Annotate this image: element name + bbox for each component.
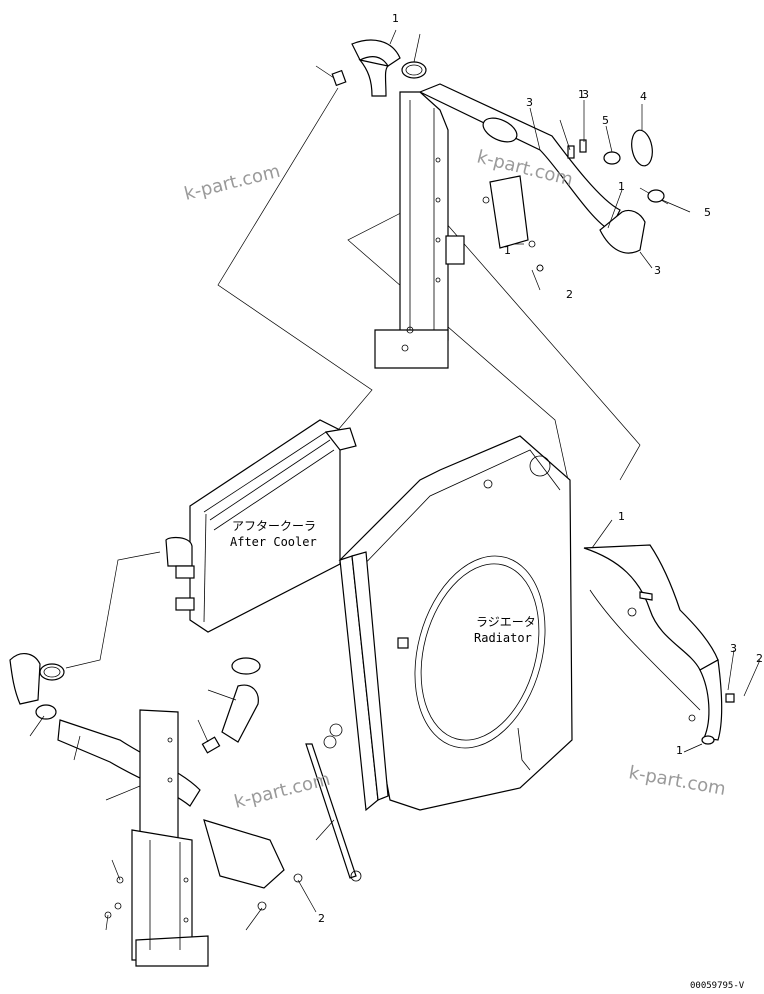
upper-pipe xyxy=(418,83,665,254)
lower-left-hose xyxy=(9,653,65,720)
upper-bracket xyxy=(374,91,449,369)
lower-mid-hose xyxy=(201,657,261,754)
watermark-1: k-part.com xyxy=(182,161,282,205)
right-hose xyxy=(583,544,735,745)
upper-hose xyxy=(331,39,427,97)
component-labels: アフタークーラ After Cooler ラジエータ Radiator xyxy=(230,519,536,645)
mid-plate xyxy=(445,139,587,272)
callout-12: 1 xyxy=(618,510,625,523)
fasteners xyxy=(104,264,544,919)
callout-11: 2 xyxy=(566,288,573,301)
callout-15: 1 xyxy=(676,744,683,757)
aftercooler-label-jp: アフタークーラ xyxy=(232,519,316,533)
lower-bracket xyxy=(57,709,285,967)
watermark-3: k-part.com xyxy=(232,769,332,813)
callout-2: 1 xyxy=(578,88,585,101)
callout-1: 1 xyxy=(392,12,399,25)
radiator xyxy=(329,435,573,812)
callout-16: 2 xyxy=(318,912,325,925)
callout-5: 1 xyxy=(618,180,625,193)
radiator-label-jp: ラジエータ xyxy=(476,615,536,629)
callout-leaders xyxy=(29,29,761,931)
callout-8: 3 xyxy=(654,264,661,277)
radiator-label-en: Radiator xyxy=(474,631,532,645)
document-id: 00059795-V xyxy=(690,981,745,991)
callout-6: 4 xyxy=(640,90,647,103)
callout-14: 2 xyxy=(756,652,763,665)
callout-numbers: 1 1 3 3 1 4 5 3 5 1 2 1 3 2 1 2 xyxy=(318,12,763,925)
callout-4: 3 xyxy=(526,96,533,109)
callout-10: 1 xyxy=(504,244,511,257)
watermark-4: k-part.com xyxy=(627,762,727,800)
callout-7: 5 xyxy=(602,114,609,127)
callout-3: 3 xyxy=(582,88,589,101)
callout-13: 3 xyxy=(730,642,737,655)
stay-rod xyxy=(305,735,362,882)
callout-9: 5 xyxy=(704,206,711,219)
aftercooler-label-en: After Cooler xyxy=(230,535,317,549)
